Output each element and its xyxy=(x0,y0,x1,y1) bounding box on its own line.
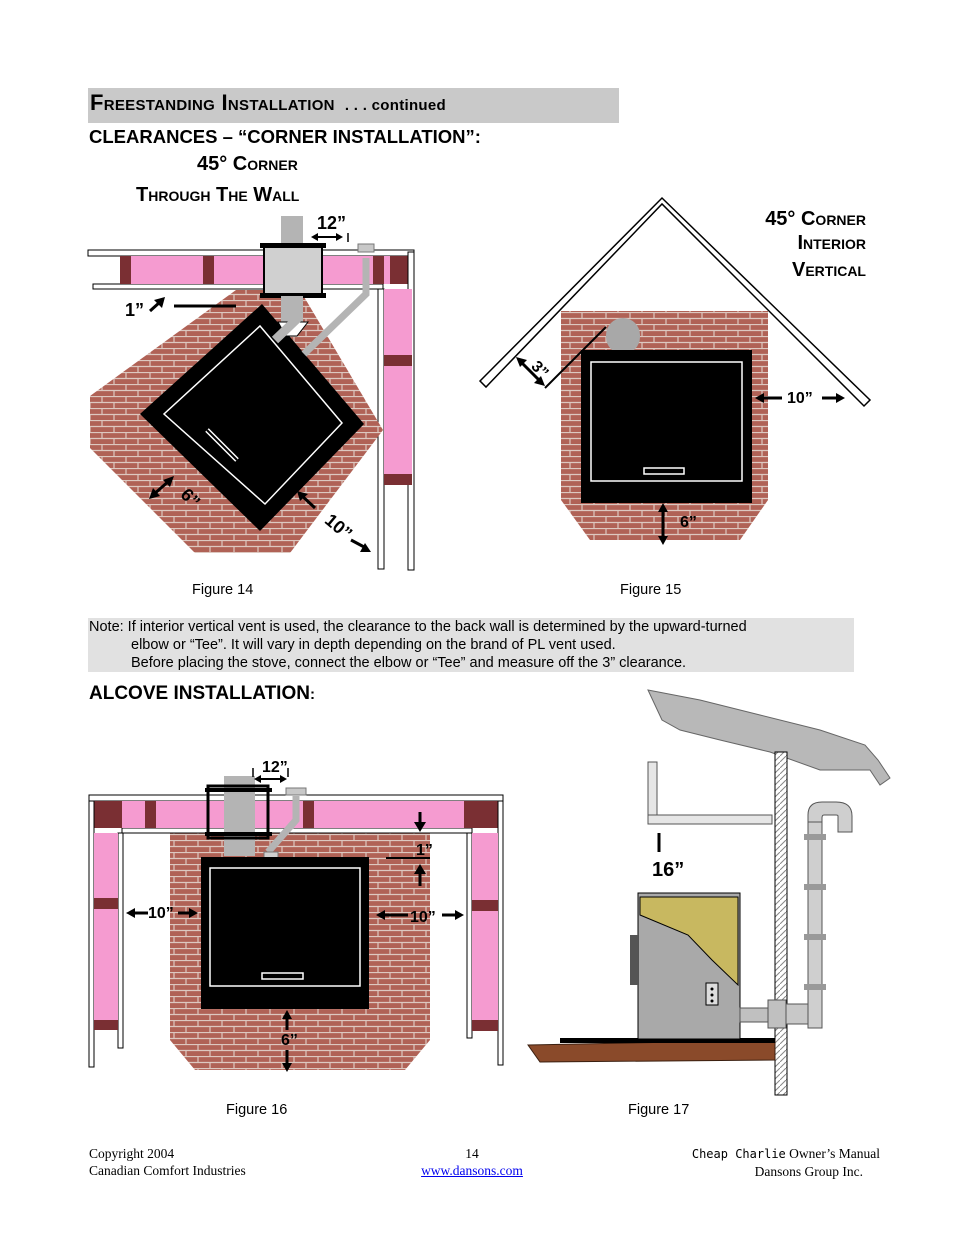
right-wall-inner xyxy=(466,832,473,1039)
corner-walls xyxy=(478,196,872,408)
section-subtitle: CLEARANCES – “CORNER INSTALLATION”: xyxy=(89,126,481,147)
footer-copyright: Copyright 2004 xyxy=(89,1146,175,1161)
side-wall-insulation xyxy=(384,289,412,484)
stud xyxy=(94,801,122,828)
left-wall-outer xyxy=(88,800,95,1068)
vent-cap xyxy=(357,243,375,253)
website-link[interactable]: www.dansons.com xyxy=(421,1163,523,1178)
footer-left: Copyright 2004 Canadian Comfort Industri… xyxy=(89,1145,246,1179)
figure-16-caption: Figure 16 xyxy=(226,1102,288,1118)
fig14-dim-1: 1” xyxy=(125,300,144,320)
figure-15-diagram: 3” 10” 6” 45° Corner Interior Vertical xyxy=(478,196,872,545)
stove-cutaway xyxy=(639,896,739,987)
left-wall-inner xyxy=(117,832,124,1049)
stove-door xyxy=(590,361,743,482)
fig16-dim-12: 12” xyxy=(262,759,288,776)
right-wall-insulation xyxy=(472,833,498,1031)
roof xyxy=(647,689,891,786)
stud xyxy=(384,355,412,366)
stud xyxy=(474,801,498,828)
alcove-heading-text: ALCOVE INSTALLATION xyxy=(89,683,310,704)
fig17-dim-16: 16” xyxy=(652,859,684,881)
figure-17-diagram: 16” xyxy=(527,689,891,1096)
floor xyxy=(527,1039,776,1063)
note-line-1: Note: If interior vertical vent is used,… xyxy=(89,619,747,635)
stove xyxy=(201,857,369,1009)
stove-door xyxy=(162,324,344,506)
fig14-heading-line1: 45° Corner xyxy=(197,153,298,175)
stove-door xyxy=(209,867,361,987)
top-wall-inner xyxy=(92,283,384,290)
figure-14-diagram: 12” 1” 6” 10” xyxy=(87,213,415,571)
stove-ash-pan xyxy=(643,467,685,475)
wall-thimble xyxy=(206,784,270,840)
vertical-vent-pipe xyxy=(807,819,823,1029)
stud xyxy=(303,801,314,828)
stud xyxy=(203,256,214,284)
fig15-dim-3: 3” xyxy=(528,358,552,382)
stove-handle xyxy=(630,935,638,985)
note-line-2: elbow or “Tee”. It will vary in depth de… xyxy=(131,637,616,653)
title-text: Freestanding Installation xyxy=(90,90,335,115)
stove xyxy=(140,304,364,531)
right-wall-outer xyxy=(497,800,504,1066)
figure-14-caption: Figure 14 xyxy=(192,582,254,598)
vent-pipe xyxy=(301,258,370,357)
footer-brand: Cheap Charlie xyxy=(691,1147,786,1161)
stud xyxy=(120,256,131,284)
fig14-dim-10: 10” xyxy=(321,510,356,544)
fig15-dim-6: 6” xyxy=(680,514,697,531)
fig16-dim-10-right: 10” xyxy=(410,909,436,926)
fig15-heading-line3: Vertical xyxy=(792,259,866,281)
shelf-bracket xyxy=(647,761,658,821)
fig15-heading-line1: 45° Corner xyxy=(765,208,866,230)
title-continued: . . . continued xyxy=(344,97,446,114)
figure-16-diagram: 12” 1” 10” 10” 6” xyxy=(88,759,504,1072)
vent-cap xyxy=(285,787,307,796)
stud xyxy=(145,801,156,828)
note-line-3: Before placing the stove, connect the el… xyxy=(131,655,687,671)
stove-ash-pan xyxy=(261,972,304,980)
stud xyxy=(373,256,384,284)
page-title: Freestanding Installation . . . continued xyxy=(90,90,446,116)
vent-connector xyxy=(739,1007,773,1023)
figure-17-caption: Figure 17 xyxy=(628,1102,690,1118)
fig16-dim-6: 6” xyxy=(281,1032,298,1049)
stove xyxy=(581,350,752,503)
footer-right: Cheap Charlie Owner’s Manual Dansons Gro… xyxy=(690,1145,880,1180)
vent-elbow xyxy=(807,801,853,833)
footer-group: Dansons Group Inc. xyxy=(754,1164,863,1179)
title-bar xyxy=(88,88,619,123)
page-number: 14 xyxy=(465,1146,479,1161)
clearance-note: Note: If interior vertical vent is used,… xyxy=(88,618,854,672)
footer-company: Canadian Comfort Industries xyxy=(89,1163,246,1178)
fig16-dim-1: 1” xyxy=(416,842,433,859)
mantel-shelf xyxy=(647,814,773,825)
exterior-wall xyxy=(774,751,788,1096)
footer-manual: Owner’s Manual xyxy=(785,1146,880,1161)
fig15-heading-line2: Interior xyxy=(797,232,866,254)
fig14-heading-line2: Through The Wall xyxy=(136,184,300,206)
vent-pipe xyxy=(265,796,300,855)
footer-center: 14 www.dansons.com xyxy=(414,1145,530,1179)
vent-pipe xyxy=(606,318,640,354)
stud xyxy=(464,801,475,828)
left-wall-insulation xyxy=(94,833,118,1029)
fig15-dim-10: 10” xyxy=(787,390,813,407)
stud xyxy=(390,256,412,284)
alcove-heading: ALCOVE INSTALLATION: xyxy=(89,683,315,705)
fig14-dim-12: 12” xyxy=(317,213,346,233)
figure-15-caption: Figure 15 xyxy=(620,582,682,598)
wall-thimble xyxy=(263,245,323,297)
alcove-heading-colon: : xyxy=(309,686,315,703)
stud xyxy=(384,474,412,485)
fig16-dim-10-left: 10” xyxy=(148,905,174,922)
